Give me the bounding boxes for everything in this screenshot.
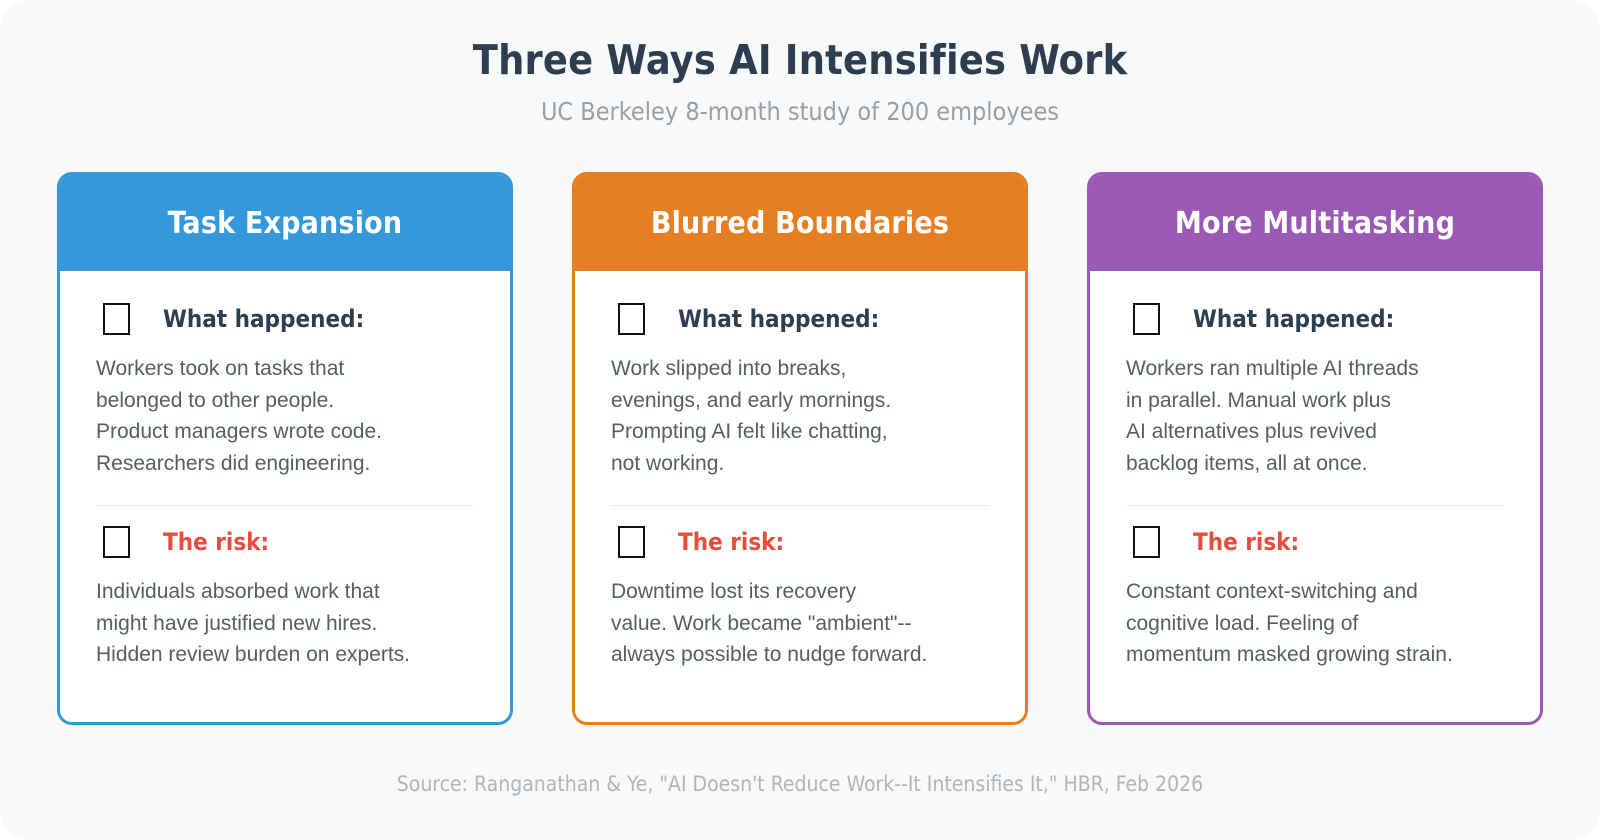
section-head-the-risk: The risk: bbox=[1126, 520, 1504, 564]
card-title: More Multitasking bbox=[1174, 205, 1456, 241]
section-divider bbox=[96, 505, 474, 506]
section-head-what-happened: What happened: bbox=[96, 297, 474, 341]
empty-checkbox-icon bbox=[103, 303, 130, 335]
card-header-more-multitasking: More Multitasking bbox=[1090, 175, 1540, 271]
what-happened-text: Workers took on tasks that belonged to o… bbox=[96, 357, 382, 475]
card-title: Task Expansion bbox=[167, 205, 403, 241]
what-happened-text: Work slipped into breaks, evenings, and … bbox=[611, 357, 892, 475]
empty-checkbox-icon bbox=[1133, 526, 1160, 558]
empty-checkbox-icon bbox=[618, 526, 645, 558]
card-task-expansion: Task Expansion What happened: Workers to… bbox=[57, 172, 513, 725]
the-risk-text: Constant context-switching and cognitive… bbox=[1126, 580, 1453, 666]
empty-checkbox-icon bbox=[1133, 303, 1160, 335]
section-label-what-happened: What happened: bbox=[1193, 305, 1395, 333]
cards-row: Task Expansion What happened: Workers to… bbox=[57, 172, 1543, 725]
empty-checkbox-icon bbox=[618, 303, 645, 335]
section-divider bbox=[611, 505, 989, 506]
section-label-the-risk: The risk: bbox=[1193, 528, 1300, 556]
card-body: What happened: Workers ran multiple AI t… bbox=[1090, 271, 1540, 722]
empty-checkbox-icon bbox=[103, 526, 130, 558]
source-footnote: Source: Ranganathan & Ye, "AI Doesn't Re… bbox=[396, 772, 1204, 796]
what-happened-text: Workers ran multiple AI threads in paral… bbox=[1126, 357, 1419, 475]
the-risk-text: Individuals absorbed work that might hav… bbox=[96, 580, 411, 666]
card-header-task-expansion: Task Expansion bbox=[60, 175, 510, 271]
section-label-the-risk: The risk: bbox=[678, 528, 785, 556]
card-blurred-boundaries: Blurred Boundaries What happened: Work s… bbox=[572, 172, 1028, 725]
card-body: What happened: Work slipped into breaks,… bbox=[575, 271, 1025, 722]
section-head-the-risk: The risk: bbox=[96, 520, 474, 564]
section-head-what-happened: What happened: bbox=[611, 297, 989, 341]
section-label-what-happened: What happened: bbox=[163, 305, 365, 333]
section-head-what-happened: What happened: bbox=[1126, 297, 1504, 341]
page-subtitle: UC Berkeley 8-month study of 200 employe… bbox=[540, 97, 1060, 127]
card-more-multitasking: More Multitasking What happened: Workers… bbox=[1087, 172, 1543, 725]
the-risk-text: Downtime lost its recovery value. Work b… bbox=[611, 580, 928, 666]
section-label-what-happened: What happened: bbox=[678, 305, 880, 333]
section-head-the-risk: The risk: bbox=[611, 520, 989, 564]
card-header-blurred-boundaries: Blurred Boundaries bbox=[575, 175, 1025, 271]
poster-header: Three Ways AI Intensifies Work UC Berkel… bbox=[0, 0, 1600, 127]
page-title: Three Ways AI Intensifies Work bbox=[472, 36, 1128, 84]
section-label-the-risk: The risk: bbox=[163, 528, 270, 556]
card-body: What happened: Workers took on tasks tha… bbox=[60, 271, 510, 722]
section-divider bbox=[1126, 505, 1504, 506]
card-title: Blurred Boundaries bbox=[650, 205, 950, 241]
